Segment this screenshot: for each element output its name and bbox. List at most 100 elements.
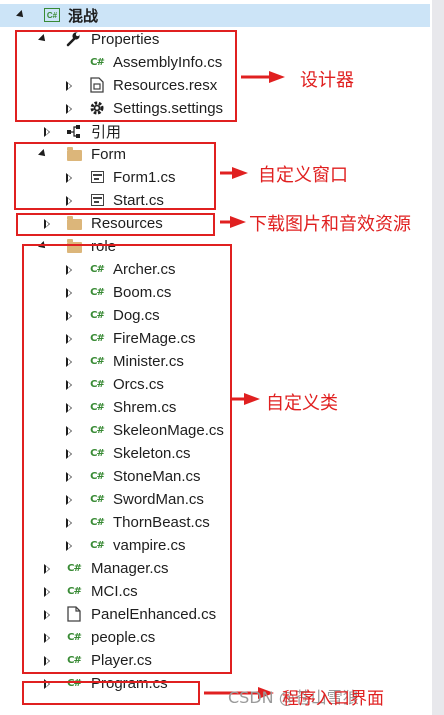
collapse-arrow-icon[interactable] — [66, 357, 72, 367]
tree-item-label: people.cs — [91, 629, 156, 646]
tree-item-role-child[interactable]: C# Minister.cs — [0, 350, 430, 373]
tree-item-form1[interactable]: Form1.cs — [0, 166, 430, 189]
collapse-arrow-icon[interactable] — [66, 426, 72, 436]
csharp-file-icon: C# — [90, 493, 105, 505]
tree-item-assemblyinfo[interactable]: C# AssemblyInfo.cs — [0, 51, 430, 74]
tree-item-role-child[interactable]: C# Boom.cs — [0, 281, 430, 304]
tree-item-role-child[interactable]: C# Skeleton.cs — [0, 442, 430, 465]
tree-item-references[interactable]: 引用 — [0, 120, 430, 143]
tree-item-role-child[interactable]: C# ThornBeast.cs — [0, 511, 430, 534]
folder-icon — [66, 146, 82, 162]
tree-item-label: PanelEnhanced.cs — [91, 606, 217, 623]
tree-item-label: 引用 — [91, 124, 122, 141]
tree-item-role-child[interactable]: C# SkeleonMage.cs — [0, 419, 430, 442]
tree-item-resources-resx[interactable]: Resources.resx — [0, 74, 430, 97]
collapse-arrow-icon[interactable] — [44, 633, 50, 643]
collapse-arrow-icon[interactable] — [66, 265, 72, 275]
folder-icon — [66, 238, 82, 254]
collapse-arrow-icon[interactable] — [44, 127, 50, 137]
tree-item-label: Archer.cs — [113, 261, 176, 278]
collapse-arrow-icon[interactable] — [66, 196, 72, 206]
annotation-arrow-icon — [220, 167, 248, 179]
annotation-box-designer — [15, 30, 237, 122]
collapse-arrow-icon[interactable] — [66, 380, 72, 390]
collapse-arrow-icon[interactable] — [66, 518, 72, 528]
collapse-arrow-icon[interactable] — [44, 656, 50, 666]
tree-item-root-file[interactable]: C# Program.cs — [0, 672, 430, 695]
collapse-arrow-icon[interactable] — [44, 679, 50, 689]
tree-item-role-folder[interactable]: role — [0, 235, 430, 258]
csharp-file-icon: C# — [67, 677, 82, 689]
tree-item-properties[interactable]: Properties — [0, 28, 430, 51]
wrench-icon — [65, 31, 81, 47]
collapse-arrow-icon[interactable] — [44, 587, 50, 597]
csharp-file-icon: C# — [90, 539, 105, 551]
annotation-arrow-icon — [241, 71, 285, 83]
expand-arrow-icon[interactable] — [16, 10, 26, 20]
collapse-arrow-icon[interactable] — [66, 449, 72, 459]
tree-item-root-file[interactable]: C# people.cs — [0, 626, 430, 649]
tree-item-role-child[interactable]: C# vampire.cs — [0, 534, 430, 557]
vertical-scrollbar[interactable] — [432, 0, 444, 715]
tree-item-label: Skeleton.cs — [113, 445, 191, 462]
tree-item-label: FireMage.cs — [113, 330, 196, 347]
tree-item-role-child[interactable]: C# StoneMan.cs — [0, 465, 430, 488]
annotation-box-resources — [16, 213, 215, 236]
collapse-arrow-icon[interactable] — [44, 219, 50, 229]
tree-item-role-child[interactable]: C# Shrem.cs — [0, 396, 430, 419]
tree-item-label: Boom.cs — [113, 284, 172, 301]
tree-item-role-child[interactable]: C# Orcs.cs — [0, 373, 430, 396]
collapse-arrow-icon[interactable] — [66, 472, 72, 482]
annotation-custom-class: 自定义类 — [266, 393, 338, 414]
tree-item-label: Resources — [91, 215, 163, 232]
csharp-file-icon: C# — [90, 263, 105, 275]
tree-item-label: SkeleonMage.cs — [113, 422, 224, 439]
tree-item-root-file[interactable]: C# MCI.cs — [0, 580, 430, 603]
tree-item-role-child[interactable]: C# Archer.cs — [0, 258, 430, 281]
tree-item-role-child[interactable]: C# FireMage.cs — [0, 327, 430, 350]
annotation-box-custom-class — [22, 244, 232, 674]
csharp-project-icon: C# — [44, 7, 60, 23]
collapse-arrow-icon[interactable] — [66, 541, 72, 551]
tree-item-label: Properties — [91, 31, 160, 48]
tree-item-settings[interactable]: Settings.settings — [0, 97, 430, 120]
collapse-arrow-icon[interactable] — [66, 81, 72, 91]
tree-item-resources-folder[interactable]: Resources — [0, 212, 430, 235]
tree-item-role-child[interactable]: C# SwordMan.cs — [0, 488, 430, 511]
annotation-designer: 设计器 — [300, 70, 354, 91]
collapse-arrow-icon[interactable] — [66, 104, 72, 114]
tree-item-root-file[interactable]: PanelEnhanced.cs — [0, 603, 430, 626]
collapse-arrow-icon[interactable] — [66, 288, 72, 298]
collapse-arrow-icon[interactable] — [66, 334, 72, 344]
tree-item-start[interactable]: Start.cs — [0, 189, 430, 212]
tree-item-role-child[interactable]: C# Dog.cs — [0, 304, 430, 327]
tree-item-label: Minister.cs — [113, 353, 184, 370]
collapse-arrow-icon[interactable] — [66, 403, 72, 413]
collapse-arrow-icon[interactable] — [66, 311, 72, 321]
tree-item-root-file[interactable]: C# Player.cs — [0, 649, 430, 672]
watermark: CSDN @苍山雪狼 — [228, 688, 359, 707]
tree-item-label: MCI.cs — [91, 583, 138, 600]
csharp-file-icon: C# — [67, 631, 82, 643]
references-icon — [66, 123, 82, 139]
csharp-file-icon: C# — [90, 424, 105, 436]
tree-item-label: Program.cs — [91, 675, 168, 692]
annotation-arrow-icon — [230, 393, 260, 405]
collapse-arrow-icon[interactable] — [66, 173, 72, 183]
csharp-file-icon: C# — [90, 286, 105, 298]
annotation-download-assets: 下载图片和音效资源 — [249, 214, 411, 235]
collapse-arrow-icon[interactable] — [44, 564, 50, 574]
project-label: 混战 — [68, 8, 99, 25]
csharp-file-icon: C# — [90, 470, 105, 482]
tree-item-label: vampire.cs — [113, 537, 186, 554]
tree-item-form-folder[interactable]: Form — [0, 143, 430, 166]
project-row[interactable]: C# 混战 — [0, 4, 430, 27]
csharp-file-icon: C# — [90, 378, 105, 390]
collapse-arrow-icon[interactable] — [44, 610, 50, 620]
tree-item-label: Shrem.cs — [113, 399, 177, 416]
tree-item-label: Dog.cs — [113, 307, 160, 324]
collapse-arrow-icon[interactable] — [66, 495, 72, 505]
tree-item-root-file[interactable]: C# Manager.cs — [0, 557, 430, 580]
folder-icon — [66, 215, 82, 231]
csharp-file-icon: C# — [90, 56, 105, 68]
